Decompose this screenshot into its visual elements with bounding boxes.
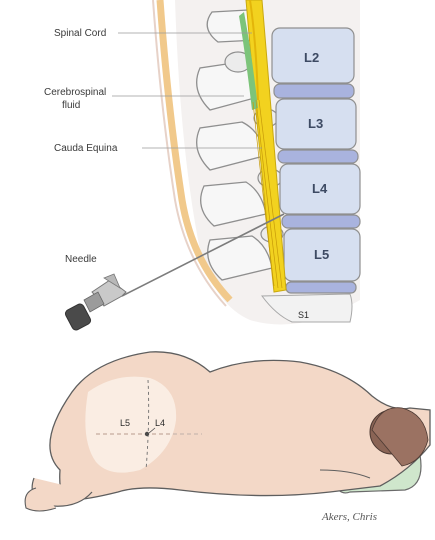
csf-label-line2: fluid	[62, 100, 80, 111]
disc-l5-s1	[286, 282, 356, 293]
back-label-l4: L4	[155, 418, 165, 428]
spine-cross-section: S1 L2 L3 L4 L5 Spinal Cord Cerebrospinal…	[44, 0, 360, 331]
patient-illustration: L5 L4	[25, 352, 430, 511]
back-label-l5: L5	[120, 418, 130, 428]
vertebra-label-l4: L4	[312, 181, 328, 196]
disc-l3-l4	[278, 150, 358, 163]
cauda-equina-label: Cauda Equina	[54, 143, 118, 154]
vertebra-label-l2: L2	[304, 50, 319, 65]
s1-label: S1	[298, 310, 309, 320]
puncture-point	[145, 432, 149, 436]
spinal-cord-label: Spinal Cord	[54, 28, 106, 39]
author-credit: Akers, Chris	[322, 511, 377, 523]
vertebra-label-l3: L3	[308, 116, 323, 131]
vertebra-label-l5: L5	[314, 247, 329, 262]
needle-label: Needle	[65, 254, 97, 265]
disc-l4-l5	[282, 215, 360, 228]
disc-l2-l3	[274, 84, 354, 98]
csf-label-line1: Cerebrospinal	[44, 87, 106, 98]
